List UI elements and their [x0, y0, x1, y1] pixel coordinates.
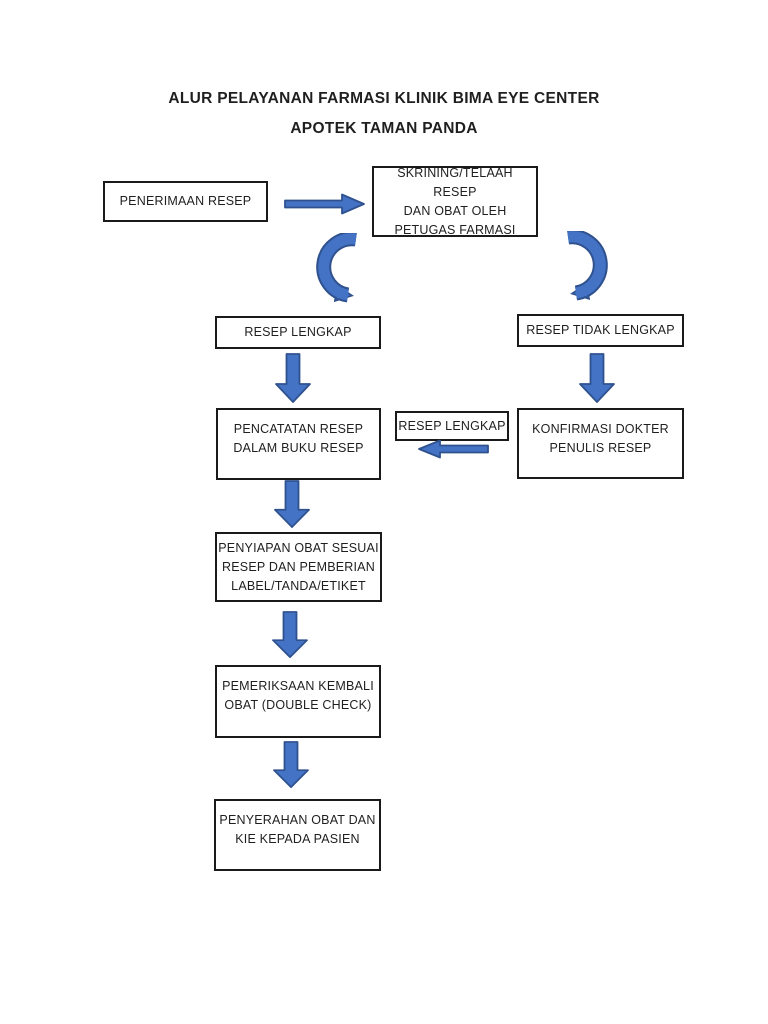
arrow-penerimaan-to-skrining — [284, 193, 365, 215]
node-pemeriksaan-kembali: PEMERIKSAAN KEMBALI OBAT (DOUBLE CHECK) — [215, 665, 381, 738]
arrow-curved-skrining-to-resep-tidak-lengkap — [567, 231, 608, 301]
page-title-line1: ALUR PELAYANAN FARMASI KLINIK BIMA EYE C… — [168, 90, 600, 107]
node-pencatatan-resep: PENCATATAN RESEP DALAM BUKU RESEP — [216, 408, 381, 480]
node-penyiapan-obat: PENYIAPAN OBAT SESUAI RESEP DAN PEMBERIA… — [215, 532, 382, 602]
page-title-line2: APOTEK TAMAN PANDA — [290, 120, 478, 137]
node-skrining-resep: SKRINING/TELAAH RESEP DAN OBAT OLEH PETU… — [372, 166, 538, 237]
arrow-konfirmasi-to-pencatatan — [418, 439, 489, 459]
node-penerimaan-resep: PENERIMAAN RESEP — [103, 181, 268, 222]
arrow-resep-lengkap-to-pencatatan — [275, 353, 311, 403]
page-title: ALUR PELAYANAN FARMASI KLINIK BIMA EYE C… — [0, 84, 768, 144]
node-konfirmasi-dokter: KONFIRMASI DOKTER PENULIS RESEP — [517, 408, 684, 479]
node-resep-lengkap-2: RESEP LENGKAP — [395, 411, 509, 441]
node-resep-lengkap: RESEP LENGKAP — [215, 316, 381, 349]
node-penyerahan-obat: PENYERAHAN OBAT DAN KIE KEPADA PASIEN — [214, 799, 381, 871]
arrow-resep-tidak-lengkap-to-konfirmasi — [579, 353, 615, 403]
arrow-pemeriksaan-to-penyerahan — [273, 741, 309, 788]
arrow-curved-skrining-to-resep-lengkap — [316, 233, 357, 303]
node-resep-tidak-lengkap: RESEP TIDAK LENGKAP — [517, 314, 684, 347]
arrow-penyiapan-to-pemeriksaan — [272, 611, 308, 658]
arrow-pencatatan-to-penyiapan — [274, 480, 310, 528]
